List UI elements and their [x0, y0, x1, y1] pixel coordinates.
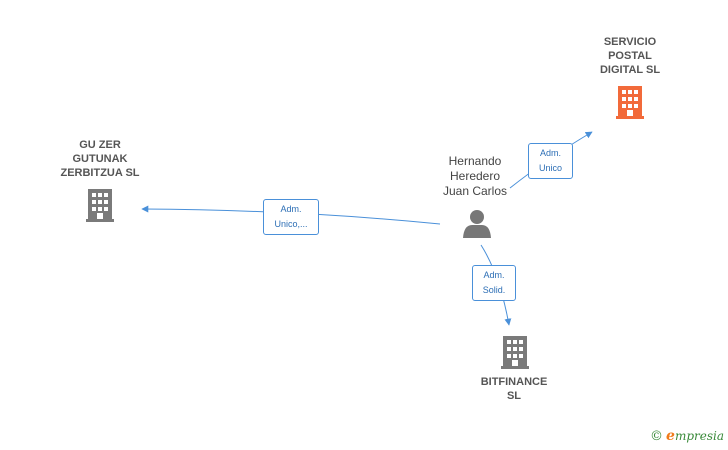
building-icon[interactable] — [616, 86, 644, 119]
brand-name: mpresia — [674, 429, 724, 443]
building-icon[interactable] — [86, 189, 114, 222]
edge-role-detail: Unico — [538, 163, 562, 173]
brand-initial: e — [666, 428, 675, 444]
company-name-bitfinance[interactable]: BITFINANCE SL — [480, 376, 548, 402]
building-icon[interactable] — [501, 336, 529, 369]
empresia-logo: ©empresia — [650, 428, 724, 444]
edge-label-to-bitfinance[interactable]: Adm. Solid. — [472, 265, 516, 301]
edge-role: Adm. — [483, 270, 505, 280]
copyright-icon: © — [650, 429, 664, 444]
edge-role-detail: Solid. — [482, 285, 506, 295]
company-name-guzer[interactable]: GU ZER GUTUNAK ZERBITZUA SL — [60, 139, 140, 179]
person-icon[interactable] — [463, 210, 491, 238]
edge-label-to-guzer[interactable]: Adm. Unico,... — [263, 199, 319, 235]
edge-role-detail: Unico,... — [274, 219, 308, 229]
edge-role: Adm. — [280, 204, 302, 214]
company-name-servicio[interactable]: SERVICIO POSTAL DIGITAL SL — [599, 36, 661, 76]
edge-role: Adm. — [539, 148, 561, 158]
person-name[interactable]: Hernando Heredero Juan Carlos — [442, 154, 508, 198]
edge-label-to-servicio[interactable]: Adm. Unico — [528, 143, 573, 179]
